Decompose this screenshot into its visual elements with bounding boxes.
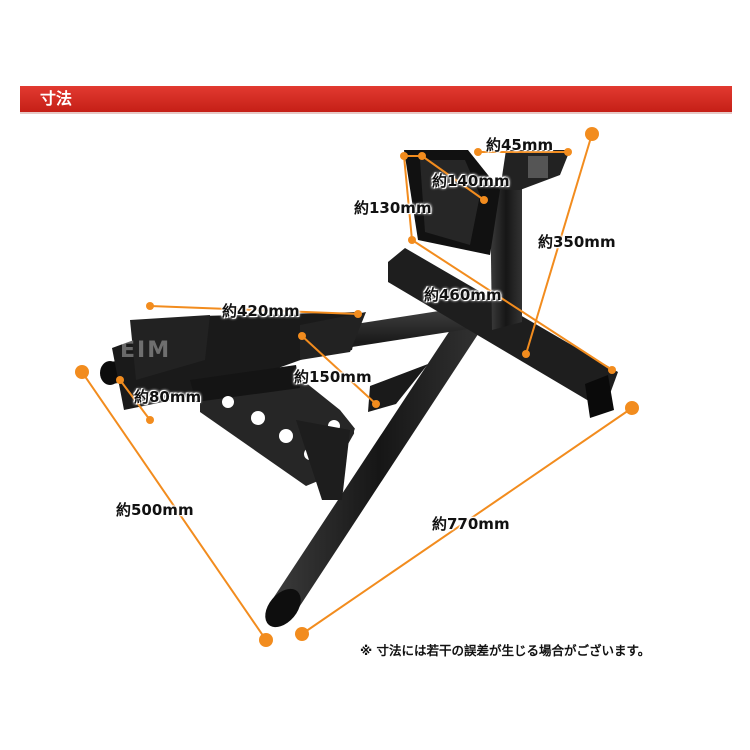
dim-line-140b — [421, 155, 485, 201]
marker — [625, 401, 639, 415]
marker — [522, 350, 530, 358]
marker — [585, 127, 599, 141]
marker — [372, 400, 380, 408]
dim-label-45: 約45mm — [486, 136, 554, 154]
dim-line-420 — [149, 305, 359, 315]
dim-label-150: 約150mm — [294, 368, 372, 386]
stand-body — [100, 150, 618, 628]
dim-label-130: 約130mm — [354, 199, 432, 217]
section-header-bar: 寸法 — [20, 86, 732, 112]
header-divider — [20, 112, 732, 114]
watermark-text: EIM — [120, 338, 172, 363]
dim-label-140: 約140mm — [432, 172, 510, 190]
marker — [400, 152, 408, 160]
marker — [259, 633, 273, 647]
dim-line-460 — [411, 239, 613, 371]
marker — [608, 366, 616, 374]
marker — [564, 148, 572, 156]
marker — [146, 416, 154, 424]
dim-line-350 — [525, 133, 593, 355]
marker — [116, 376, 124, 384]
dim-label-770: 約770mm — [432, 515, 510, 533]
marker — [75, 365, 89, 379]
dim-line-500 — [81, 371, 267, 641]
marker — [146, 302, 154, 310]
dim-line-770 — [301, 407, 633, 635]
dim-line-80 — [119, 379, 151, 421]
marker — [474, 148, 482, 156]
marker — [480, 196, 488, 204]
dimension-markers — [75, 127, 639, 647]
dim-line-150 — [301, 335, 377, 405]
section-title: 寸法 — [40, 89, 73, 108]
dim-label-80: 約80mm — [134, 388, 202, 406]
marker — [418, 152, 426, 160]
marker — [408, 236, 416, 244]
tolerance-note: ※ 寸法には若干の誤差が生じる場合がございます。 — [360, 643, 651, 658]
dim-label-350: 約350mm — [538, 233, 616, 251]
dimension-lines — [81, 133, 633, 641]
marker — [298, 332, 306, 340]
dim-label-420: 約420mm — [222, 302, 300, 320]
dim-label-500: 約500mm — [116, 501, 194, 519]
marker — [295, 627, 309, 641]
dim-line-130 — [403, 155, 413, 241]
dim-label-460: 約460mm — [424, 286, 502, 304]
marker — [354, 310, 362, 318]
